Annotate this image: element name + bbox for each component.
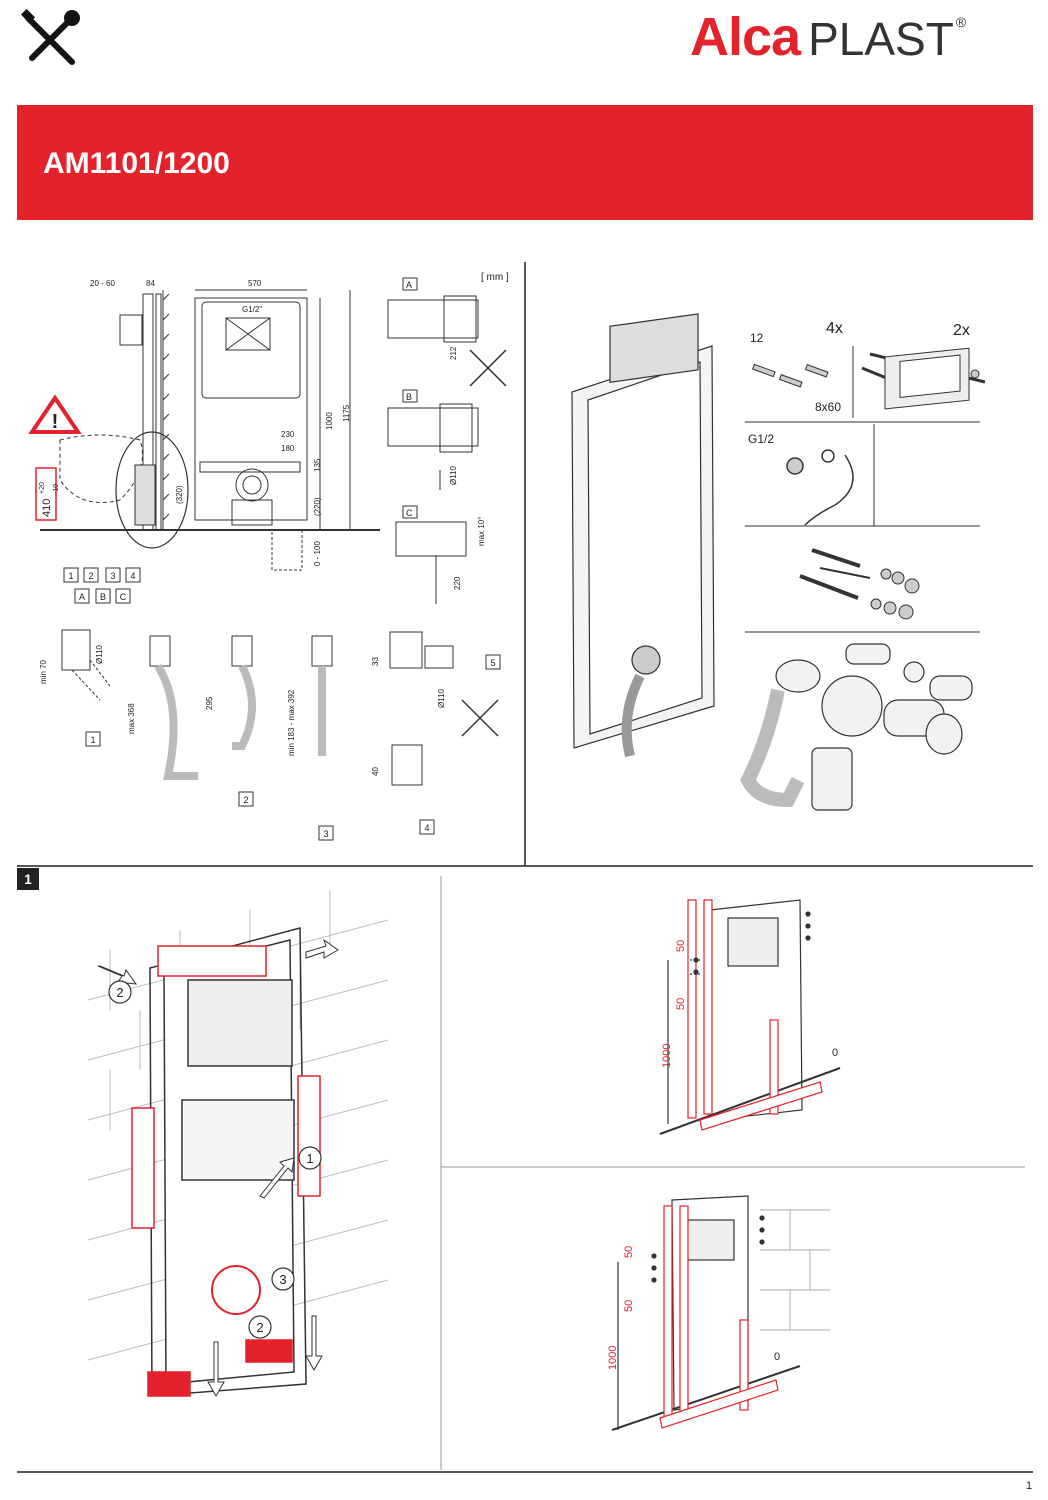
step1-marker-3: 3 xyxy=(279,1272,286,1287)
step1-frame-bottom-right xyxy=(611,1195,830,1431)
kit-count-4x: 4x xyxy=(826,320,843,337)
registered-mark: ® xyxy=(955,14,967,30)
dim-40: 40 xyxy=(371,767,380,776)
step1-marker-2a: 2 xyxy=(116,985,123,1000)
pipe-box-4 xyxy=(419,819,435,835)
brand-logo: Alca PLAST ® xyxy=(690,6,966,76)
kit-screws-label: 12 xyxy=(750,331,764,345)
step1-arrows xyxy=(97,938,339,1398)
kit-anchors-label: 8x60 xyxy=(815,400,841,414)
step1-dim-1000b: 1000 xyxy=(607,1346,619,1370)
dim-min-70: min 70 xyxy=(39,659,48,684)
pipe-box-1 xyxy=(85,731,101,747)
height-range-value: 410 xyxy=(41,499,53,517)
step1-dim-0b: 0 xyxy=(774,1351,780,1363)
unit-label: [ mm ] xyxy=(481,272,509,283)
option-number-1: 1 xyxy=(68,571,73,581)
height-range-box xyxy=(35,467,57,521)
dim-max-10-deg: max 10° xyxy=(477,517,486,546)
step1-dim-50c: 50 xyxy=(623,1246,635,1258)
step1-dim-50b: 50 xyxy=(675,998,687,1010)
page-title: AM1101/1200 xyxy=(43,147,230,180)
kit-hose-image xyxy=(786,449,854,526)
variant-b-label: B xyxy=(406,392,412,402)
pipe-box-3 xyxy=(318,825,334,841)
dim-220: (220) xyxy=(313,497,322,516)
height-tol-minus: -10 xyxy=(53,484,60,494)
step1-frame-main xyxy=(131,927,321,1397)
kit-count-2x: 2x xyxy=(953,322,970,339)
dim-max-368: max 368 xyxy=(127,703,136,734)
kit-hose-label: G1/2 xyxy=(748,432,774,446)
step1-dim-50d: 50 xyxy=(623,1300,635,1312)
pipe-label-3: 3 xyxy=(323,829,328,839)
pipe-label-5: 5 xyxy=(490,658,495,668)
brand-alca: Alca xyxy=(690,7,801,67)
label-g12: G1/2" xyxy=(242,305,262,314)
option-number-3: 3 xyxy=(110,571,115,581)
dim-212: 212 xyxy=(449,346,458,360)
dim-min183-max392: min 183 - max 392 xyxy=(287,689,296,756)
pipe-box-5 xyxy=(485,654,501,670)
dim-1000: 1000 xyxy=(325,412,334,430)
tools-icon xyxy=(20,8,80,65)
dim-1175: 1175 xyxy=(342,404,351,422)
kit-pipes-image xyxy=(740,643,973,811)
dim-135: 135 xyxy=(313,458,322,472)
kit-rods-image xyxy=(799,548,920,620)
brand-plast: PLAST xyxy=(808,13,954,65)
dim-0-100: 0 - 100 xyxy=(313,541,322,566)
step-number-badge: 1 xyxy=(17,868,39,890)
variant-c-label: C xyxy=(406,508,413,518)
option-number-boxes xyxy=(63,567,141,604)
pipe-label-2: 2 xyxy=(243,795,248,805)
dim-33: 33 xyxy=(371,657,380,666)
variant-b-drawing xyxy=(387,389,479,490)
dim-230: 230 xyxy=(281,430,295,439)
variant-a-drawing xyxy=(387,277,507,387)
title-banner: AM1101/1200 xyxy=(17,105,1033,220)
step1-marker-circles xyxy=(108,980,322,1339)
frame-product-image xyxy=(571,313,715,758)
dim-pipe-110-b: Ø110 xyxy=(437,688,446,708)
pipe-box-2 xyxy=(238,791,254,807)
height-tol-plus: +20 xyxy=(39,482,46,494)
dim-diameter-110: Ø110 xyxy=(449,465,458,485)
dim-295: 295 xyxy=(205,696,214,710)
dim-wall-gap: 20 - 60 xyxy=(90,279,115,288)
option-number-4: 4 xyxy=(130,571,135,581)
step1-marker-2b: 2 xyxy=(256,1320,263,1335)
dim-pipe-110: Ø110 xyxy=(95,644,104,664)
option-letter-a: A xyxy=(79,592,85,602)
dim-180: 180 xyxy=(281,444,295,453)
step1-dim-0: 0 xyxy=(832,1047,838,1059)
option-letter-b: B xyxy=(100,592,106,602)
front-view-drawing xyxy=(194,289,351,571)
drain-pipe-drawings xyxy=(61,629,499,786)
step1-dim-1000: 1000 xyxy=(661,1044,673,1068)
pipe-label-4: 4 xyxy=(424,823,429,833)
option-letter-c: C xyxy=(120,592,127,602)
step1-marker-1: 1 xyxy=(306,1151,313,1166)
dim-320: (320) xyxy=(175,485,184,504)
dim-220-c: 220 xyxy=(453,576,462,590)
step1-dim-50a: 50 xyxy=(675,940,687,952)
side-view-drawing xyxy=(40,290,380,549)
kit-flush-box-image xyxy=(884,347,970,410)
step1-frame-top-right xyxy=(659,899,841,1135)
option-number-2: 2 xyxy=(88,571,93,581)
dim-width: 570 xyxy=(248,279,262,288)
dim-depth: 84 xyxy=(146,279,155,288)
page-number: 1 xyxy=(1026,1480,1033,1492)
variant-a-label: A xyxy=(406,280,412,290)
variant-c-drawing xyxy=(395,505,467,604)
svg-text:!: ! xyxy=(52,411,59,433)
warning-icon: ! xyxy=(28,394,82,434)
pipe-label-1: 1 xyxy=(90,735,95,745)
